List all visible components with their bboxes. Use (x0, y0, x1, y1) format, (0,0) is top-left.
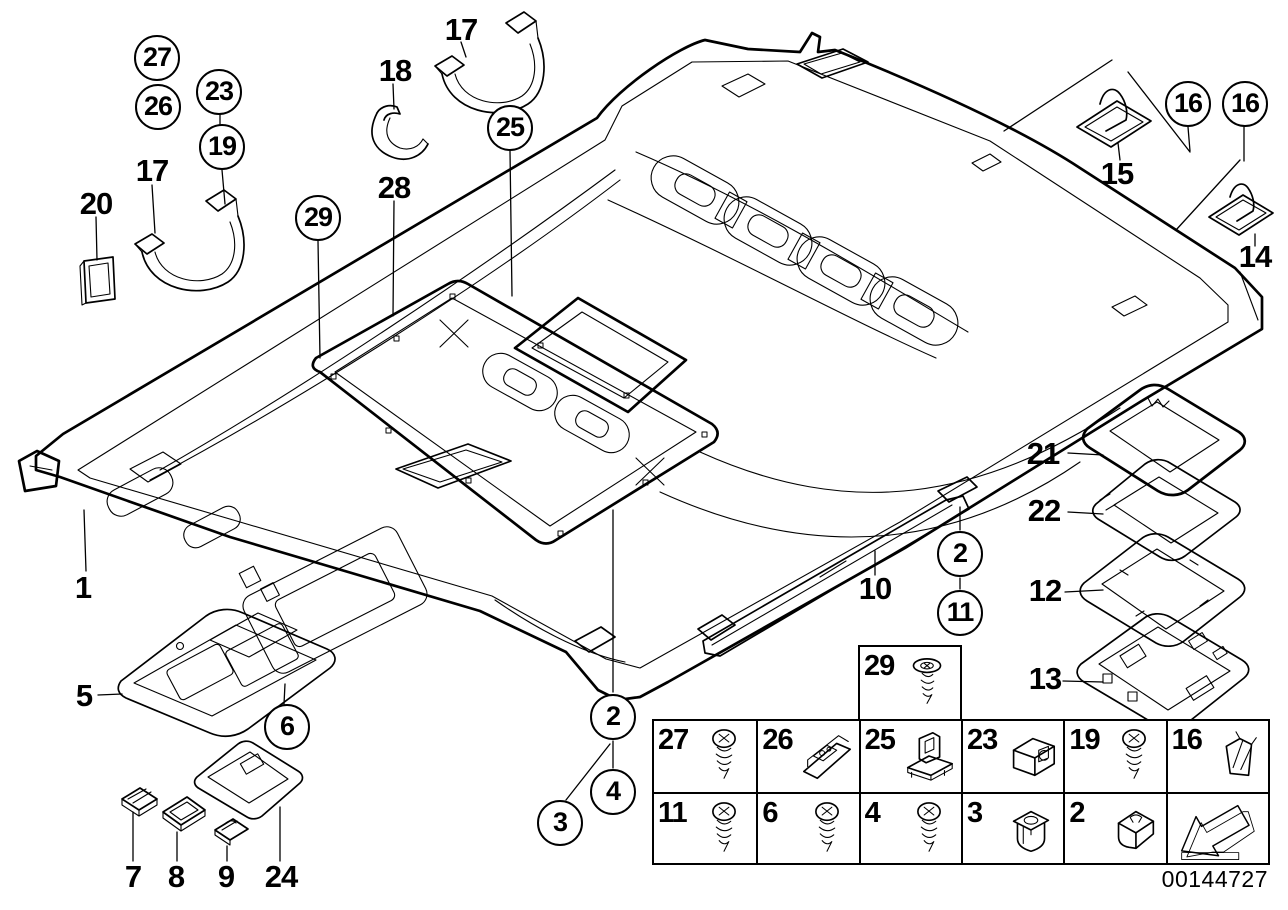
callout-4[interactable]: 4 (590, 769, 636, 815)
legend-cell-19[interactable]: 19 (1063, 721, 1165, 792)
front-console (117, 608, 336, 738)
legend-cell-6[interactable]: 6 (756, 792, 859, 863)
legend-cell-number: 27 (658, 724, 689, 756)
callout-13[interactable]: 13 (1028, 661, 1062, 696)
legend-cell-arrow[interactable] (1165, 792, 1268, 863)
callout-10[interactable]: 10 (858, 571, 892, 606)
legend-cell-number: 2 (1069, 797, 1085, 829)
bracket-icon (798, 725, 856, 787)
rear-rail (574, 476, 978, 657)
part-number: 00144727 (1161, 866, 1268, 892)
callout-2[interactable]: 2 (937, 531, 983, 577)
headliner-panel (17, 31, 1264, 702)
callout-7[interactable]: 7 (124, 859, 142, 894)
callout-22[interactable]: 22 (1027, 493, 1061, 528)
stack-12 (1079, 533, 1246, 647)
legend-cell-number: 4 (864, 797, 881, 829)
callout-14[interactable]: 14 (1238, 239, 1272, 274)
clamp-icon (1002, 725, 1060, 787)
screw-pan-icon (695, 798, 753, 860)
roof-contour-lines (149, 151, 1121, 663)
callout-8[interactable]: 8 (167, 859, 185, 894)
grab-handle-left (134, 189, 245, 292)
screw-flat-icon (898, 651, 956, 717)
frame-24 (193, 740, 304, 820)
callout-2[interactable]: 2 (590, 694, 636, 740)
callout-19[interactable]: 19 (199, 124, 245, 170)
legend-cell-number: 29 (864, 650, 895, 682)
sunroof-opening (513, 296, 688, 414)
legend-cell-number: 11 (658, 797, 688, 829)
console-recess (238, 526, 428, 674)
bracket-15 (1076, 88, 1152, 148)
screw-pan-icon (900, 798, 958, 860)
callout-3[interactable]: 3 (537, 800, 583, 846)
callout-25[interactable]: 25 (487, 105, 533, 151)
callout-16[interactable]: 16 (1222, 81, 1268, 127)
callout-5[interactable]: 5 (75, 678, 93, 713)
legend-cell-number: 23 (967, 724, 998, 756)
part-7 (121, 787, 158, 817)
lamp-recess-band (650, 155, 959, 346)
callout-24[interactable]: 24 (264, 859, 298, 894)
clip-block-icon (900, 725, 958, 787)
stack-22 (1092, 458, 1241, 562)
cover-18 (371, 104, 429, 161)
part-9 (214, 818, 249, 846)
legend-cell-11[interactable]: 11 (654, 792, 757, 863)
callout-12[interactable]: 12 (1028, 573, 1062, 608)
screw-pan-icon (695, 725, 753, 787)
callout-15[interactable]: 15 (1100, 156, 1134, 191)
callout-23[interactable]: 23 (196, 69, 242, 115)
callout-11[interactable]: 11 (937, 590, 983, 636)
legend-table: 27 26 25 23 19 16 11 6 4 3 2 (652, 719, 1270, 865)
arrow-back-icon (1172, 799, 1264, 863)
stack-13 (1076, 613, 1250, 730)
sunroof-insert (311, 279, 719, 545)
clip-nut-icon (1105, 798, 1163, 860)
callout-17[interactable]: 17 (444, 12, 478, 47)
legend-cell-27[interactable]: 27 (654, 721, 756, 792)
screw-pan-icon (798, 798, 856, 860)
bracket-14 (1208, 183, 1274, 236)
panel-cutouts (106, 48, 1148, 549)
legend-cell-number: 6 (762, 797, 778, 829)
screw-pan-icon (1105, 725, 1163, 787)
callout-9[interactable]: 9 (217, 859, 235, 894)
callout-17[interactable]: 17 (135, 153, 169, 188)
callout-21[interactable]: 21 (1026, 436, 1060, 471)
legend-top-cell[interactable]: 29 (858, 645, 962, 721)
callout-6[interactable]: 6 (264, 704, 310, 750)
legend-cell-4[interactable]: 4 (858, 792, 961, 863)
legend-cell-25[interactable]: 25 (858, 721, 961, 792)
spring-clip-icon (1207, 725, 1265, 787)
plate-20 (79, 256, 116, 306)
legend-cell-number: 25 (864, 724, 896, 756)
callout-26[interactable]: 26 (135, 84, 181, 130)
legend-cell-number: 3 (967, 797, 983, 829)
leader-lines (83, 41, 1256, 862)
callout-1[interactable]: 1 (74, 570, 92, 605)
expansion-rivet-icon (1002, 798, 1060, 860)
legend-cell-26[interactable]: 26 (756, 721, 858, 792)
stack-21 (1081, 383, 1247, 497)
callout-29[interactable]: 29 (295, 195, 341, 241)
part-8 (162, 796, 206, 832)
legend-cell-16[interactable]: 16 (1165, 721, 1268, 792)
callout-27[interactable]: 27 (134, 35, 180, 81)
legend-cell-3[interactable]: 3 (961, 792, 1064, 863)
legend-cell-number: 19 (1069, 724, 1100, 756)
legend-cell-number: 16 (1171, 724, 1203, 756)
legend-cell-23[interactable]: 23 (961, 721, 1063, 792)
insert-screw-dots (330, 293, 708, 537)
legend-cell-2[interactable]: 2 (1063, 792, 1166, 863)
legend-cell-number: 26 (762, 724, 793, 756)
callout-20[interactable]: 20 (79, 186, 113, 221)
callout-28[interactable]: 28 (377, 170, 411, 205)
callout-16[interactable]: 16 (1165, 81, 1211, 127)
callout-18[interactable]: 18 (378, 53, 412, 88)
grab-handle-top (434, 11, 545, 114)
